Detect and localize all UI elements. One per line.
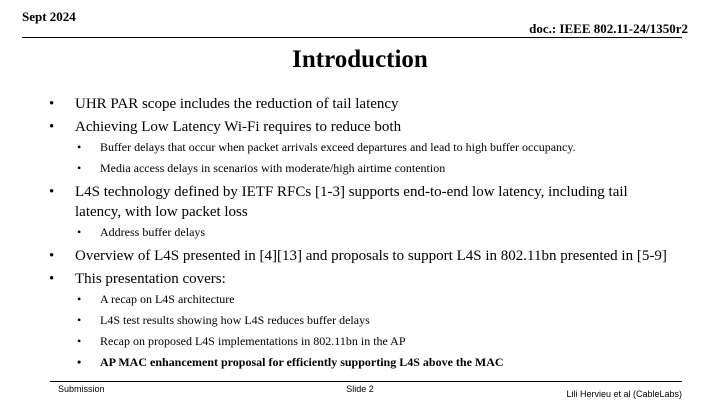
sub-bullet-text: Address buffer delays: [100, 225, 206, 239]
bullet-item: • UHR PAR scope includes the reduction o…: [0, 94, 720, 114]
header-divider: [22, 37, 682, 38]
sub-bullet-item: • L4S test results showing how L4S reduc…: [0, 313, 720, 328]
sub-bullet-text: AP MAC enhancement proposal for efficien…: [100, 355, 504, 369]
bullet-icon: •: [49, 96, 55, 112]
bullet-icon: •: [49, 248, 55, 264]
sub-bullet-item: • Media access delays in scenarios with …: [0, 161, 720, 176]
bullet-item: • L4S technology defined by IETF RFCs [1…: [0, 182, 665, 222]
bullet-text: L4S technology defined by IETF RFCs [1-3…: [75, 184, 628, 220]
bullet-item: • Achieving Low Latency Wi-Fi requires t…: [0, 117, 720, 137]
bullet-text: Achieving Low Latency Wi-Fi requires to …: [75, 119, 402, 135]
bullet-icon: •: [77, 355, 82, 369]
bullet-icon: •: [77, 334, 82, 348]
bullet-icon: •: [49, 271, 55, 287]
sub-bullet-text: Media access delays in scenarios with mo…: [100, 161, 446, 175]
bullet-text: This presentation covers:: [75, 271, 226, 287]
bullet-icon: •: [49, 119, 55, 135]
footer-slide-number: Slide 2: [346, 384, 374, 394]
footer-authors: Lili Hervieu et al (CableLabs): [566, 389, 682, 399]
bullet-icon: •: [77, 225, 82, 239]
bullet-item: • Overview of L4S presented in [4][13] a…: [0, 246, 720, 266]
sub-bullet-item: • Address buffer delays: [0, 225, 720, 240]
bullet-icon: •: [77, 292, 82, 306]
header-date: Sept 2024: [22, 9, 76, 24]
footer-divider: [50, 381, 682, 382]
sub-bullet-item: • Buffer delays that occur when packet a…: [0, 140, 720, 155]
bullet-icon: •: [77, 161, 82, 175]
header-doc-id: doc.: IEEE 802.11-24/1350r2: [529, 21, 688, 36]
bullet-text: UHR PAR scope includes the reduction of …: [75, 96, 399, 112]
sub-bullet-item-emphasis: • AP MAC enhancement proposal for effici…: [0, 355, 720, 370]
sub-bullet-text: L4S test results showing how L4S reduces…: [100, 313, 370, 327]
sub-bullet-text: A recap on L4S architecture: [100, 292, 235, 306]
bullet-icon: •: [77, 140, 82, 154]
bullet-item: • This presentation covers:: [0, 269, 720, 289]
sub-bullet-item: • A recap on L4S architecture: [0, 292, 720, 307]
footer-submission: Submission: [58, 384, 105, 394]
bullet-text: Overview of L4S presented in [4][13] and…: [75, 248, 667, 264]
sub-bullet-item: • Recap on proposed L4S implementations …: [0, 334, 720, 349]
sub-bullet-text: Buffer delays that occur when packet arr…: [100, 140, 576, 154]
slide-title: Introduction: [292, 46, 428, 73]
bullet-icon: •: [77, 313, 82, 327]
sub-bullet-text: Recap on proposed L4S implementations in…: [100, 334, 406, 348]
slide-body: • UHR PAR scope includes the reduction o…: [0, 94, 720, 376]
bullet-icon: •: [49, 184, 55, 200]
